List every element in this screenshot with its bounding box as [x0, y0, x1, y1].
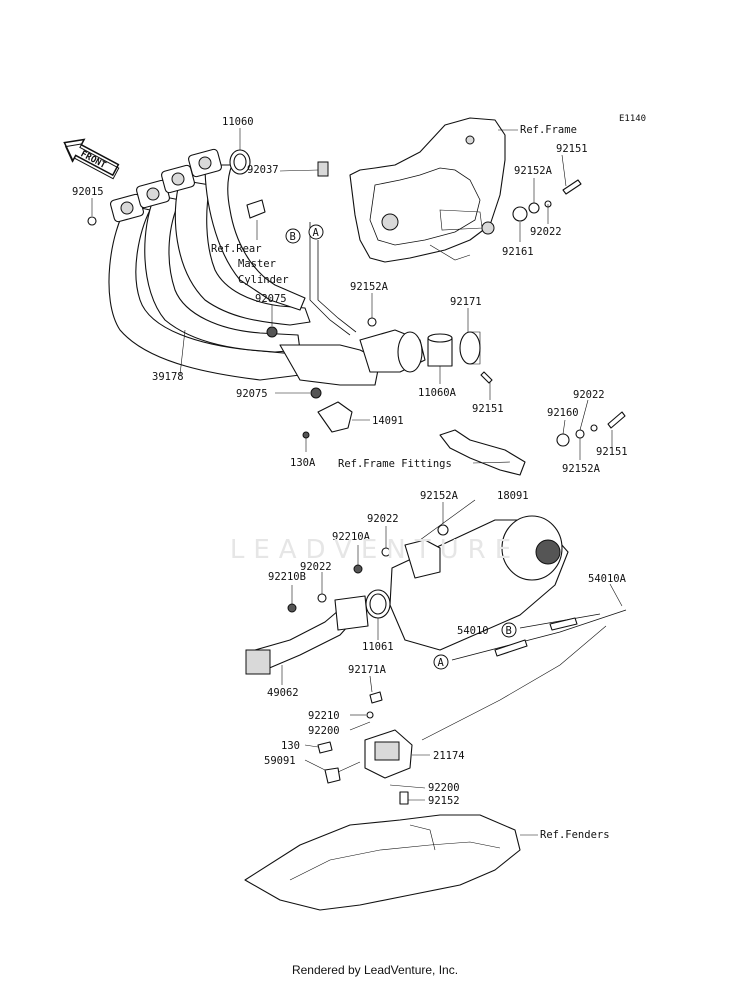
label-92200-upper: 92200: [308, 725, 340, 737]
label-92200-lower: 92200: [428, 782, 460, 794]
front-arrow-icon: FRONT: [63, 138, 120, 180]
label-92171A: 92171A: [348, 664, 387, 676]
label-11060A: 11060A: [418, 387, 457, 399]
header-flange-1: [110, 193, 144, 223]
label-ref-fenders: Ref.Fenders: [540, 829, 610, 841]
label-92075-lower: 92075: [236, 388, 268, 400]
label-54010A: 54010A: [588, 573, 627, 585]
label-92022-top: 92022: [530, 226, 562, 238]
muffler-18091: [389, 515, 569, 651]
label-54010: 54010: [457, 625, 489, 637]
bolt-92151-mid: [480, 371, 493, 384]
label-92210: 92210: [308, 710, 340, 722]
header-flange-2: [136, 179, 170, 209]
gasket-11060A: [427, 333, 453, 367]
svg-text:A: A: [438, 657, 445, 669]
label-ref-frame-fittings: Ref.Frame Fittings: [338, 458, 452, 470]
rear-master-cylinder-bracket: [246, 161, 329, 219]
label-92022-muffler: 92022: [367, 513, 399, 525]
label-92210B: 92210B: [268, 571, 306, 583]
collar-92161: [512, 206, 528, 222]
label-92022-lower: 92022: [300, 561, 332, 573]
bolt-92151-top: [562, 179, 582, 195]
washer-92152A-top: [528, 202, 540, 214]
label-21174: 21174: [433, 750, 465, 762]
label-130: 130: [281, 740, 300, 752]
label-92015: 92015: [72, 186, 104, 198]
label-92152: 92152: [428, 795, 460, 807]
svg-text:A: A: [313, 227, 320, 239]
label-130A: 130A: [290, 457, 316, 469]
label-49062: 49062: [267, 687, 299, 699]
header-pipes-39178: [108, 148, 426, 386]
clamp-92171: [459, 331, 481, 365]
label-ref-cylinder: Cylinder: [238, 274, 289, 286]
fenders-reference: [244, 814, 521, 911]
frame-reference: [349, 117, 506, 263]
callout-a-upper: A: [308, 224, 324, 240]
label-92171: 92171: [450, 296, 482, 308]
label-92161: 92161: [502, 246, 534, 258]
label-92151-top: 92151: [556, 143, 588, 155]
callout-b-upper: B: [285, 228, 301, 244]
svg-text:B: B: [290, 231, 296, 243]
label-ref-frame: Ref.Frame: [520, 124, 577, 136]
label-92152A-right: 92152A: [562, 463, 601, 475]
label-ref-rear: Ref.Rear: [211, 243, 262, 255]
link-pipe-49062: [245, 595, 369, 675]
header-flange-3: [161, 164, 195, 194]
label-92152A-muffler: 92152A: [420, 490, 459, 502]
header-flange-4: [188, 148, 222, 178]
label-92022-right: 92022: [573, 389, 605, 401]
collar-92160: [556, 433, 570, 447]
leader-lines: [91, 128, 623, 836]
callout-b-lower: B: [501, 622, 517, 638]
svg-text:B: B: [506, 625, 512, 637]
label-18091: 18091: [497, 490, 529, 502]
nut-92015: [87, 216, 97, 226]
label-92152A-top: 92152A: [514, 165, 553, 177]
footer-credit: Rendered by LeadVenture, Inc.: [291, 963, 459, 977]
label-92075-upper: 92075: [255, 293, 287, 305]
cover-14091: [317, 401, 353, 433]
label-92160: 92160: [547, 407, 579, 419]
nut-92075-lower: [310, 387, 322, 399]
label-ref-master: Master: [238, 258, 276, 270]
callout-a-lower: A: [433, 654, 449, 670]
label-92210A: 92210A: [332, 531, 371, 543]
cable-path-b: [309, 222, 351, 336]
label-39178: 39178: [152, 371, 184, 383]
label-14091: 14091: [372, 415, 404, 427]
label-92151-right: 92151: [596, 446, 628, 458]
label-92151-mid: 92151: [472, 403, 504, 415]
cable-54010: [451, 609, 627, 661]
label-59091: 59091: [264, 755, 296, 767]
servo-actuator-21174: [317, 691, 413, 805]
label-11061: 11061: [362, 641, 394, 653]
label-11060: 11060: [222, 116, 254, 128]
nut-92075-upper: [266, 326, 278, 338]
label-92037: 92037: [247, 164, 279, 176]
label-92152A-mid: 92152A: [350, 281, 389, 293]
label-e1140: E1140: [619, 114, 646, 124]
frame-fittings-bracket: [439, 429, 526, 476]
